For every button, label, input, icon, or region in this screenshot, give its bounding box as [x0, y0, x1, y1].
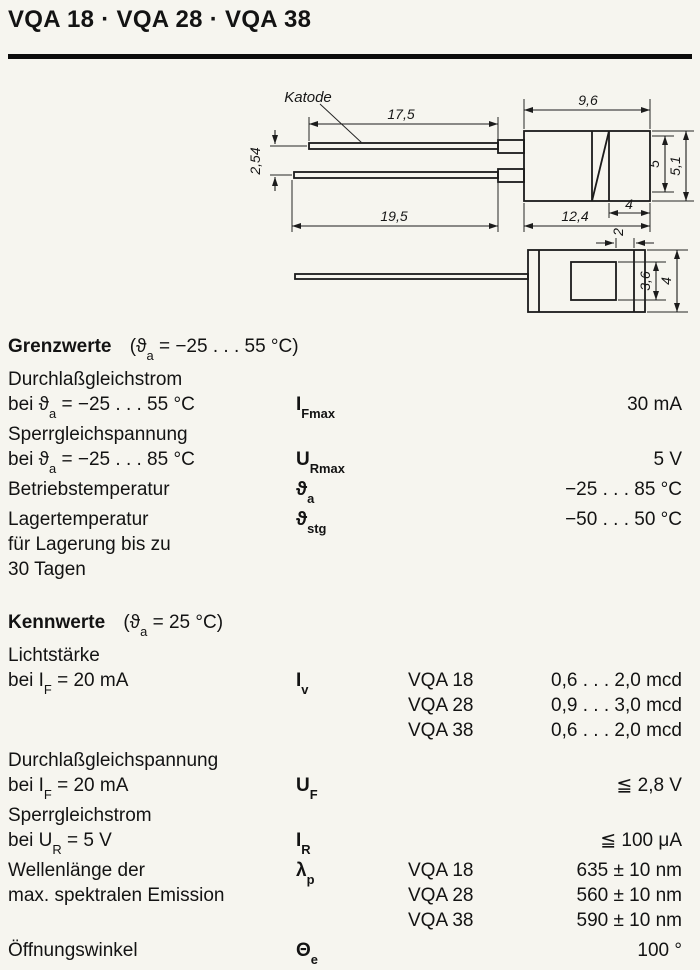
dim-body-width: 9,6 — [578, 92, 598, 108]
dim-inner-height: 5 — [646, 160, 662, 168]
variant-name: VQA 28 — [408, 885, 474, 906]
param-label: Lichtstärke bei IF = 20 mA — [8, 645, 129, 698]
spec-row-forward-voltage: Durchlaßgleichspannung bei IF = 20 mA UF… — [8, 748, 692, 803]
dim-lead-bottom-length: 19,5 — [380, 208, 407, 224]
spec-row-viewing-angle: Öffnungswinkel Θe 100 ° — [8, 938, 692, 968]
variant-name: VQA 38 — [408, 720, 474, 741]
section-title-grenzwerte: Grenzwerte — [8, 336, 112, 357]
title-divider — [8, 54, 692, 59]
param-label: Wellenlänge der max. spektralen Emission — [8, 860, 225, 906]
param-label: Lagertemperatur für Lagerung bis zu 30 T… — [8, 509, 171, 580]
param-value: ≦ 2,8 V — [616, 775, 682, 796]
param-label: Sperrgleichstrom bei UR = 5 V — [8, 805, 152, 858]
cathode-lead — [308, 142, 499, 150]
variant-value: 0,6 . . . 2,0 mcd — [551, 670, 682, 691]
kennwerte-heading: Kennwerte (ϑa = 25 °C) — [8, 610, 692, 640]
dim-lead-top-length: 17,5 — [387, 106, 414, 122]
emitting-window — [570, 261, 617, 301]
mechanical-drawing: Katode 17,5 9,6 2,54 5 5,1 4 19,5 12,4 2… — [8, 72, 694, 324]
spec-row-reverse-voltage: Sperrgleichspannung bei ϑa = −25 . . . 8… — [8, 422, 692, 477]
led-side-view — [293, 130, 651, 202]
param-value: 100 ° — [637, 940, 682, 961]
anode-lead — [293, 171, 499, 179]
dim-notch-width: 2 — [610, 228, 626, 237]
variant-value: 0,9 . . . 3,0 mcd — [551, 695, 682, 716]
section-title-kennwerte: Kennwerte — [8, 612, 106, 633]
spec-row-wavelength: Wellenlänge der max. spektralen Emission… — [8, 858, 692, 933]
param-symbol: IR — [296, 830, 311, 858]
param-value: ≦ 100 μA — [600, 830, 682, 851]
param-value: 30 mA — [627, 394, 682, 415]
param-label: Öffnungswinkel — [8, 940, 138, 961]
param-symbol: URmax — [296, 449, 345, 477]
dimension-drawing-svg: Katode 17,5 9,6 2,54 5 5,1 4 19,5 12,4 2… — [247, 89, 694, 313]
dim-window-height: 3,6 — [637, 271, 653, 291]
variant-row: VQA 18 0,6 . . . 2,0 mcd — [408, 668, 692, 693]
variant-row: VQA 38 0,6 . . . 2,0 mcd — [408, 718, 692, 743]
led-body-outline — [523, 130, 651, 202]
front-view-lead — [294, 273, 529, 280]
lens-chamfer-line — [591, 130, 610, 202]
variant-value: 635 ± 10 nm — [576, 860, 683, 881]
param-label: Sperrgleichspannung bei ϑa = −25 . . . 8… — [8, 424, 195, 477]
led-front-view — [294, 249, 646, 313]
spec-row-storage-temperature: Lagertemperatur für Lagerung bis zu 30 T… — [8, 507, 692, 582]
param-label: Betriebstemperatur — [8, 479, 170, 500]
variant-row: VQA 18 635 ± 10 nm — [408, 858, 692, 883]
spec-tables: Grenzwerte (ϑa = −25 . . . 55 °C) Durchl… — [8, 334, 692, 968]
page-title: VQA 18 · VQA 28 · VQA 38 — [8, 6, 312, 33]
lead-stub-top — [497, 139, 525, 154]
dimension-labels: Katode 17,5 9,6 2,54 5 5,1 4 19,5 12,4 2… — [247, 89, 683, 291]
variant-name: VQA 18 — [408, 670, 474, 691]
param-symbol: λp — [296, 860, 315, 888]
param-symbol: Θe — [296, 940, 318, 968]
param-symbol: ϑa — [296, 479, 315, 507]
param-value: −25 . . . 85 °C — [565, 479, 682, 500]
front-body-outline — [527, 249, 646, 313]
spec-row-forward-current: Durchlaßgleichstrom bei ϑa = −25 . . . 5… — [8, 367, 692, 422]
param-symbol: UF — [296, 775, 318, 803]
param-symbol: ϑstg — [296, 509, 327, 537]
section-condition-grenzwerte: (ϑa = −25 . . . 55 °C) — [129, 336, 299, 364]
variant-row: VQA 28 560 ± 10 nm — [408, 883, 692, 908]
variant-name: VQA 38 — [408, 910, 474, 931]
variant-values: VQA 18 635 ± 10 nm VQA 28 560 ± 10 nm VQA … — [408, 858, 692, 933]
grenzwerte-heading: Grenzwerte (ϑa = −25 . . . 55 °C) — [8, 334, 692, 364]
variant-value: 560 ± 10 nm — [576, 885, 683, 906]
param-label: Durchlaßgleichspannung bei IF = 20 mA — [8, 750, 219, 803]
variant-name: VQA 28 — [408, 695, 474, 716]
dim-body-height: 5,1 — [667, 156, 683, 175]
dim-tip-width: 4 — [625, 196, 633, 212]
katode-label: Katode — [284, 89, 332, 106]
param-value: 5 V — [653, 449, 682, 470]
lead-stub-bottom — [497, 168, 525, 183]
section-condition-kennwerte: (ϑa = 25 °C) — [123, 612, 224, 640]
variant-row: VQA 28 0,9 . . . 3,0 mcd — [408, 693, 692, 718]
dim-lead-pitch: 2,54 — [247, 147, 263, 175]
spec-row-reverse-current: Sperrgleichstrom bei UR = 5 V IR ≦ 100 μ… — [8, 803, 692, 858]
variant-value: 590 ± 10 nm — [576, 910, 683, 931]
param-symbol: Iv — [296, 670, 309, 698]
variant-value: 0,6 . . . 2,0 mcd — [551, 720, 682, 741]
spec-row-operating-temperature: Betriebstemperatur ϑa −25 . . . 85 °C — [8, 477, 692, 507]
dim-body-length: 12,4 — [561, 208, 588, 224]
param-value: −50 . . . 50 °C — [565, 509, 682, 530]
variant-name: VQA 18 — [408, 860, 474, 881]
dimension-lines — [272, 107, 689, 312]
spec-row-luminous-intensity: Lichtstärke bei IF = 20 mA Iv VQA 18 0,6 … — [8, 643, 692, 743]
param-label: Durchlaßgleichstrom bei ϑa = −25 . . . 5… — [8, 369, 195, 422]
variant-row: VQA 38 590 ± 10 nm — [408, 908, 692, 933]
dim-front-height: 4 — [658, 277, 674, 285]
param-symbol: IFmax — [296, 394, 335, 422]
variant-values: VQA 18 0,6 . . . 2,0 mcd VQA 28 0,9 . . . … — [408, 643, 692, 743]
